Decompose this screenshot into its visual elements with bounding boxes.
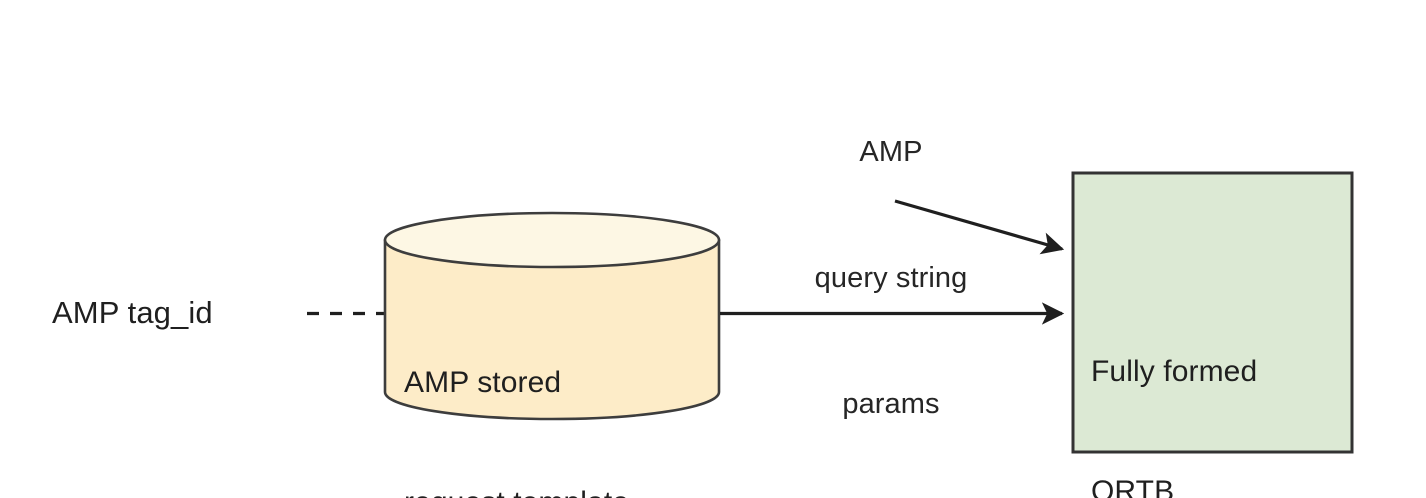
label-line: Fully formed xyxy=(1091,355,1258,388)
label-amp-stored-request-template: AMP stored request template xyxy=(404,283,629,498)
label-line: params xyxy=(842,388,940,420)
label-line: AMP xyxy=(859,136,923,168)
label-amp-query-string-params: AMP query string params xyxy=(785,47,997,498)
label-line: query string xyxy=(814,262,968,294)
label-line: request template xyxy=(404,483,629,498)
label-line: AMP stored xyxy=(404,366,562,399)
label-amp-tag-id: AMP tag_id xyxy=(52,295,213,330)
label-line: ORTB xyxy=(1091,475,1175,498)
node-fully-formed-ortb xyxy=(1071,171,1354,454)
cylinder-body xyxy=(383,238,721,421)
label-fully-formed-ortb: Fully formed ORTB xyxy=(1091,272,1257,498)
cylinder-top-ellipse xyxy=(383,211,721,269)
edge-query-params-to-ortb xyxy=(894,199,1065,255)
